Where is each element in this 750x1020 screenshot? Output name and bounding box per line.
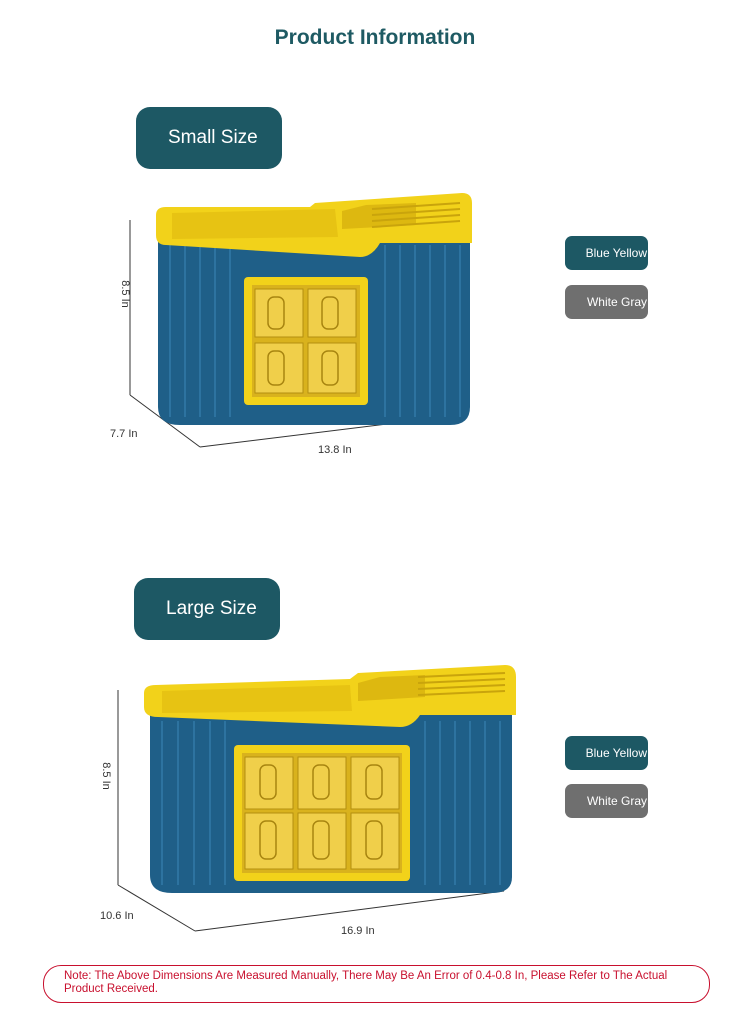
small-color-blue-yellow[interactable]: Blue Yellow — [565, 236, 648, 270]
small-depth-label: 7.7 In — [110, 428, 138, 440]
small-organizer-image — [129, 193, 472, 448]
small-width-label: 13.8 In — [318, 444, 352, 456]
large-organizer-image — [117, 665, 516, 932]
large-color-white-gray[interactable]: White Gray — [565, 784, 648, 818]
small-size-label: Small Size — [136, 107, 282, 169]
small-color-white-gray[interactable]: White Gray — [565, 285, 648, 319]
large-color-blue-yellow[interactable]: Blue Yellow — [565, 736, 648, 770]
large-size-label: Large Size — [134, 578, 280, 640]
large-width-label: 16.9 In — [341, 925, 375, 937]
large-depth-label: 10.6 In — [100, 910, 134, 922]
large-height-label: 8.5 In — [99, 762, 112, 790]
page-title: Product Information — [274, 26, 476, 49]
measurement-note: Note: The Above Dimensions Are Measured … — [43, 965, 710, 1003]
small-height-label: 8.5 In — [118, 280, 131, 308]
